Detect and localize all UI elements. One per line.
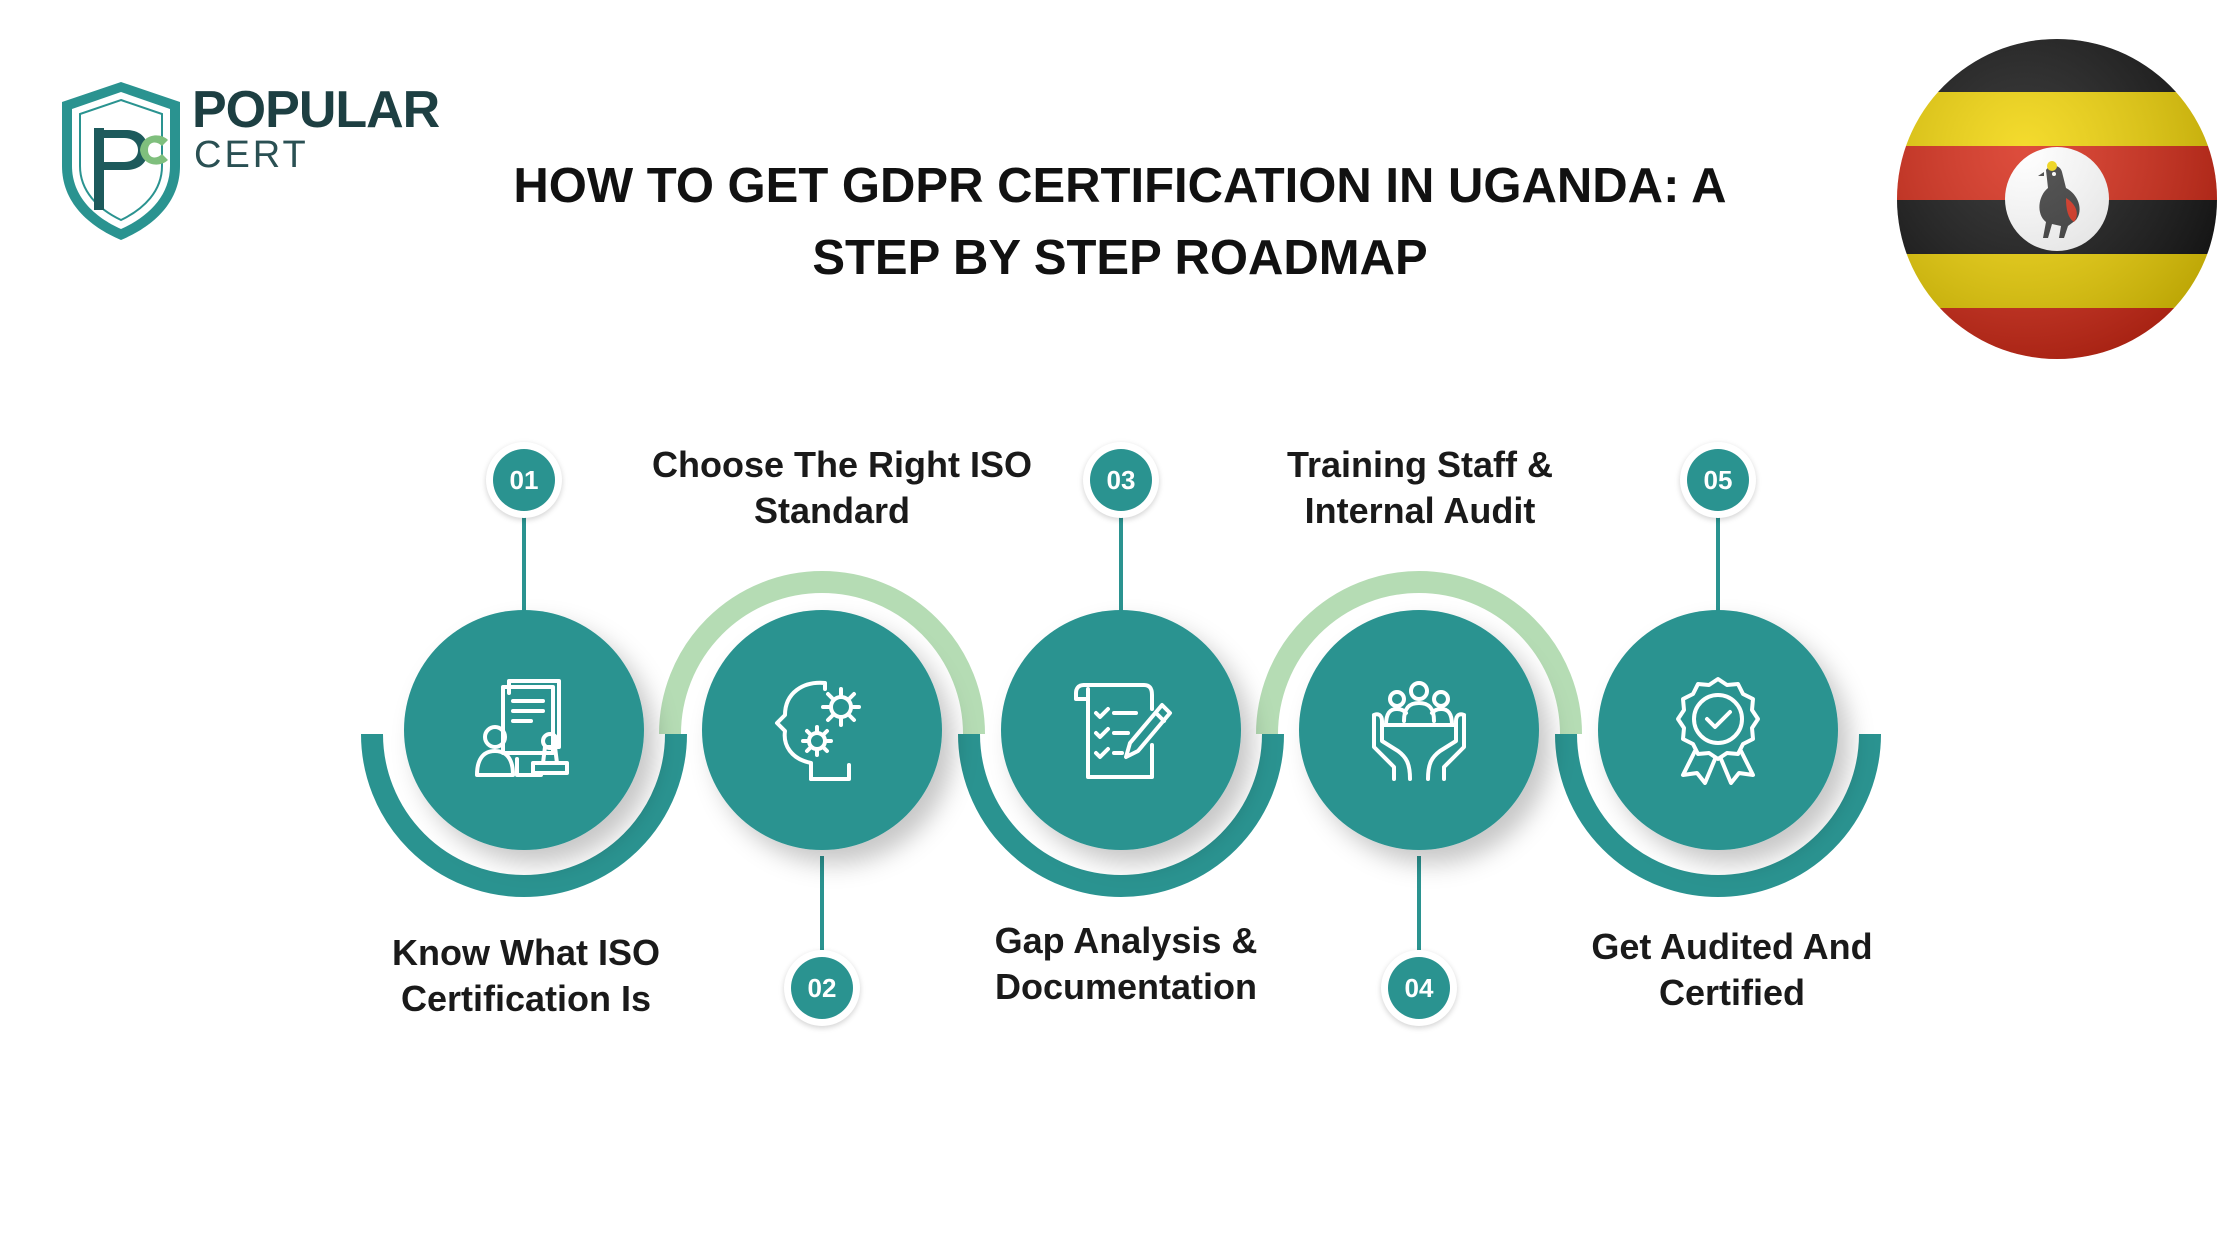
step-circle-4 <box>1299 610 1539 850</box>
step-number-4: 04 <box>1388 957 1450 1019</box>
step-number-2: 02 <box>791 957 853 1019</box>
step-number-5: 05 <box>1687 449 1749 511</box>
step-label-2: Choose The Right ISO Standard <box>652 442 1033 534</box>
arc-step-5 <box>1555 733 1881 897</box>
step-number-badge-5: 05 <box>1680 442 1756 518</box>
step-circle-5 <box>1598 610 1838 850</box>
step-circle-2 <box>702 610 942 850</box>
step-label-1: Know What ISO Certification Is <box>346 930 706 1022</box>
step-number-badge-2: 02 <box>784 950 860 1026</box>
checklist-pen-icon <box>1074 683 1172 779</box>
brand-logo: POPULAR CERT <box>56 78 440 248</box>
step-label-4-line-2: Internal Audit <box>1304 490 1536 531</box>
title-line-1: HOW TO GET GDPR CERTIFICATION IN UGANDA:… <box>513 159 1727 213</box>
step-circle-1 <box>404 610 644 850</box>
step-number-1: 01 <box>493 449 555 511</box>
arc-step-2 <box>659 571 985 735</box>
award-badge-icon <box>1676 677 1760 785</box>
documents-person-stamp-icon <box>475 679 569 777</box>
step-label-2-line-2: Standard <box>753 490 911 531</box>
step-label-5-line-1: Get Audited And <box>1591 926 1873 967</box>
step-label-3-line-1: Gap Analysis & <box>994 920 1258 961</box>
step-label-1-line-2: Certification Is <box>400 978 652 1019</box>
step-label-3-line-2: Documentation <box>994 966 1257 1007</box>
step-label-5: Get Audited And Certified <box>1552 924 1912 1016</box>
shield-logo-icon <box>62 82 180 240</box>
step-label-4-line-1: Training Staff & <box>1286 444 1553 485</box>
arc-step-4 <box>1256 571 1582 735</box>
step-label-3: Gap Analysis & Documentation <box>946 918 1306 1010</box>
uganda-flag-icon <box>1897 39 2217 359</box>
step-label-4: Training Staff & Internal Audit <box>1240 442 1600 534</box>
brand-name: POPULAR <box>192 81 440 139</box>
brand-subname: CERT <box>194 134 309 176</box>
step-label-5-line-2: Certified <box>1658 972 1806 1013</box>
step-label-2-line-1: Choose The Right ISO <box>652 444 1033 485</box>
step-number-badge-4: 04 <box>1381 950 1457 1026</box>
page-title: HOW TO GET GDPR CERTIFICATION IN UGANDA:… <box>460 150 1780 294</box>
step-circle-3 <box>1001 610 1241 850</box>
step-number-badge-1: 01 <box>486 442 562 518</box>
step-number-badge-3: 03 <box>1083 442 1159 518</box>
title-line-2: STEP BY STEP ROADMAP <box>812 231 1428 285</box>
step-number-3: 03 <box>1090 449 1152 511</box>
arc-step-1 <box>361 733 687 897</box>
arc-step-3 <box>958 733 1284 897</box>
step-label-1-line-1: Know What ISO <box>392 932 660 973</box>
head-gears-icon <box>775 680 861 781</box>
hands-team-icon <box>1372 681 1466 781</box>
